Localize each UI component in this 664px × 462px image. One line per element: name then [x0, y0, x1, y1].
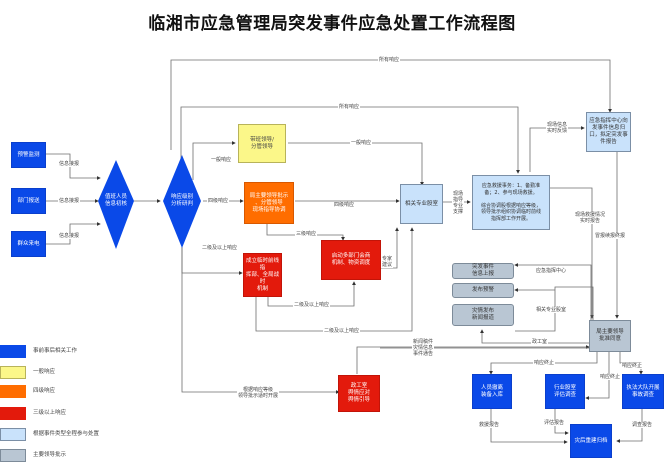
- node-rescue-return[interactable]: 人员撤离 装备入库: [472, 374, 512, 409]
- edge-news: [356, 345, 590, 374]
- label-info-report-2: 信息接报: [58, 198, 81, 204]
- legend-swatch: [0, 366, 26, 379]
- node-general-leader[interactable]: 带班领导/ 分管领导: [238, 124, 286, 163]
- label-office: 政工室: [531, 339, 549, 345]
- legend-label: 主要领导批示: [33, 452, 67, 458]
- edge-general-right: [288, 142, 424, 186]
- edge-rescue-report: [550, 187, 594, 319]
- edge-general: [192, 141, 236, 180]
- node-level4-leader[interactable]: 局主要领导批示 、分管领导 现场指导协调: [244, 182, 294, 224]
- label-related-dept: 相关专业股室: [535, 307, 568, 313]
- label-level2-left: 二级及以上响应: [201, 245, 239, 251]
- legend-item: 一般响应: [0, 366, 160, 379]
- edge-related-dept: [515, 286, 594, 332]
- edge-all-response-top: [170, 59, 612, 150]
- edge-survey-to-archive: [616, 409, 643, 443]
- label-level4-right: 四级响应: [333, 202, 356, 208]
- node-law-enforce[interactable]: 执法大队开展 事故调查: [622, 374, 664, 409]
- label-onsite-feedback: 现场信息 实时反馈: [546, 122, 569, 134]
- label-expert: 专家 建议: [381, 256, 394, 268]
- label-continue-report: 冒报续报终报: [594, 233, 627, 239]
- legend-label: 根据事件类型全程参与处置: [33, 431, 100, 437]
- node-main-leader[interactable]: 局主要领导 批准同意: [589, 320, 631, 352]
- node-command-center[interactable]: 应急指挥中心向 发事件信息归 口，拟定突发事 件报告: [586, 112, 631, 152]
- label-news-info: 新闻稿件 灾情信息 事件通告: [412, 339, 435, 357]
- legend-item: 事前事后相关工作: [0, 345, 160, 358]
- label-onsite-support: 现场 指导 专业 支撑: [452, 191, 465, 215]
- legend-swatch: [0, 407, 26, 420]
- legend-item: 四级响应: [0, 385, 160, 398]
- legend-item: 三级以上响应: [0, 407, 160, 420]
- edge-cmd-center: [514, 263, 592, 320]
- source-label: 部门报送: [17, 197, 40, 204]
- legend: 事前事后相关工作 一般响应 四级响应 三级以上响应 根据事件类型全程参与处置 主…: [0, 345, 160, 462]
- label-end-response-2: 响应终止: [599, 374, 622, 380]
- label-leader-instruction: 根据响应等级 领导批示适时开展: [237, 387, 280, 399]
- legend-swatch: [0, 449, 26, 462]
- label-cmd-center: 应急指挥中心: [535, 268, 568, 274]
- source-public-call[interactable]: 群众来电: [11, 231, 46, 257]
- label-onsite-rescue-report: 现场救援情况 实时报告: [574, 212, 607, 224]
- label-end-response-1: 响应终止: [533, 360, 556, 366]
- legend-swatch: [0, 428, 26, 441]
- node-multi-dept[interactable]: 启动多部门会商 机制、物资调度: [321, 240, 381, 280]
- source-label: 群众来电: [17, 240, 40, 247]
- classify-label: 响应级别 分析研判: [170, 194, 193, 207]
- source-dept-report[interactable]: 部门报送: [11, 188, 46, 214]
- label-level2-mid: 二级及以上响应: [293, 302, 331, 308]
- label-info-report-3: 信息接报: [58, 233, 81, 239]
- node-related-dept[interactable]: 相关专业股室: [400, 184, 443, 224]
- edge-classify-office: [181, 240, 340, 394]
- label-eval-report: 评估报告: [543, 420, 566, 426]
- verify-diamond: [98, 160, 134, 249]
- legend-item: 根据事件类型全程参与处置: [0, 428, 160, 441]
- legend-label: 四级响应: [33, 388, 56, 394]
- page-title: 临湘市应急管理局突发事件应急处置工作流程图: [0, 9, 664, 34]
- label-all-response-mid: 所有响应: [338, 104, 361, 110]
- node-frontline-hq[interactable]: 成立临时前线指 挥部、全局战时 机制: [243, 253, 282, 297]
- node-archive[interactable]: 灾后重建归档: [570, 424, 612, 458]
- label-rescue-report: 救援报告: [478, 422, 501, 428]
- edge-eval-to-archive: [554, 409, 569, 435]
- title-text: 临湘市应急管理局突发事件应急处置工作流程图: [148, 14, 516, 34]
- node-media[interactable]: 灾情发布 新闻报道: [452, 304, 514, 326]
- verify-label: 值班人员 信息初核: [104, 194, 127, 207]
- label-end-response-3: 响应终止: [621, 363, 644, 369]
- label-level2-bottom: 二级及以上响应: [323, 328, 361, 334]
- label-level3: 三级响应: [295, 231, 318, 237]
- legend-swatch: [0, 345, 26, 358]
- classify-diamond: [163, 155, 201, 248]
- node-rescue-tasks[interactable]: 应急救援事务：1、备勤准 备；2、参与现场救援。 综合协调股根据响应等级， 领导…: [472, 175, 550, 230]
- edge-office: [480, 329, 589, 344]
- node-office-guide[interactable]: 政工室 舆情应对 舆情引导: [338, 375, 380, 412]
- node-warning[interactable]: 发布预警: [452, 283, 514, 298]
- legend-label: 事前事后相关工作: [33, 348, 78, 354]
- label-info-report-1: 信息接报: [58, 161, 81, 167]
- edge-expert: [381, 227, 399, 269]
- legend-swatch: [0, 385, 26, 398]
- label-all-response-top: 所有响应: [378, 57, 401, 63]
- label-general-left: 一般响应: [210, 157, 233, 163]
- node-industry-eval[interactable]: 行业股室 评估调查: [545, 374, 585, 409]
- legend-label: 三级以上响应: [33, 410, 67, 416]
- node-report-up[interactable]: 突发事件 信息上报: [452, 263, 514, 279]
- label-general-right: 一般响应: [350, 140, 373, 146]
- legend-item: 主要领导批示: [0, 449, 160, 462]
- legend-label: 一般响应: [33, 369, 56, 375]
- edge-rescue-to-archive: [490, 409, 568, 444]
- source-warning-monitor[interactable]: 预警监测: [11, 142, 46, 168]
- edge-onsite-feedback: [529, 126, 585, 172]
- edge-end-2: [585, 352, 610, 400]
- source-label: 预警监测: [17, 151, 40, 158]
- label-level4-left: 四级响应: [207, 198, 230, 204]
- label-survey-report: 调查报告: [631, 422, 654, 428]
